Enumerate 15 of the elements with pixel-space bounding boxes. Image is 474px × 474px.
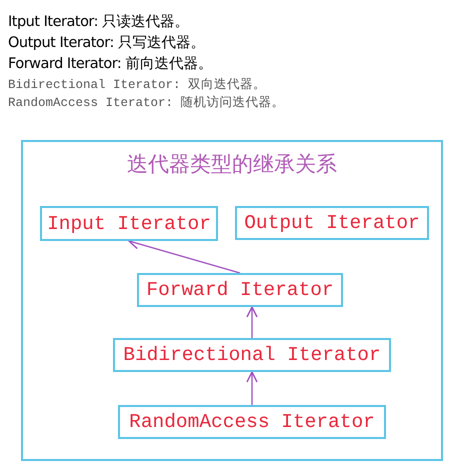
diagram-frame [21, 140, 443, 461]
inheritance-arrow [246, 306, 258, 338]
iterator-box: Bidirectional Iterator [113, 338, 391, 372]
iterator-box: RandomAccess Iterator [118, 405, 386, 439]
group-label: 迭代器类型的继承关系 [126, 151, 338, 178]
description-line: Output Iterator: 只写迭代器。 [8, 34, 205, 52]
iterator-box: Forward Iterator [137, 273, 343, 307]
description-line: Forward Iterator: 前向迭代器。 [8, 55, 212, 73]
description-line: Bidirectional Iterator: 双向迭代器。 [8, 76, 266, 93]
description-line: Itput Iterator: 只读迭代器。 [8, 13, 190, 31]
iterator-box: Output Iterator [235, 206, 429, 240]
inheritance-arrow [246, 371, 258, 405]
description-line: RandomAccess Iterator: 随机访问迭代器。 [8, 94, 285, 111]
inheritance-arrow [128, 238, 240, 274]
iterator-box: Input Iterator [40, 206, 218, 241]
